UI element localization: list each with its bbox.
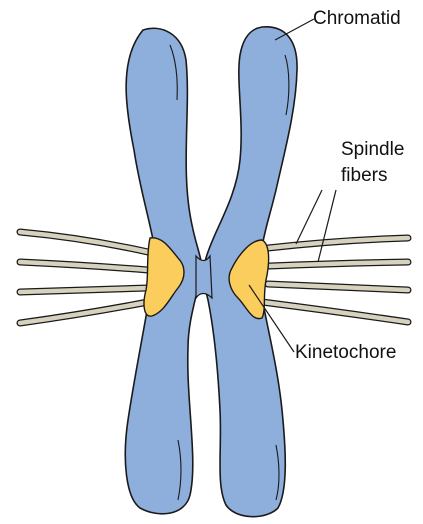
spindle-fibers-left bbox=[20, 232, 148, 323]
spindle-leader-line bbox=[296, 190, 322, 244]
centromere bbox=[196, 256, 212, 298]
kinetochore-label: Kinetochore bbox=[295, 342, 396, 363]
spindle-fiber bbox=[268, 284, 408, 290]
chromatid-label: Chromatid bbox=[313, 8, 401, 29]
spindle-fibers-right bbox=[262, 238, 408, 322]
spindle-fiber bbox=[20, 302, 148, 323]
spindle-fiber bbox=[20, 232, 148, 252]
spindle-leader-line bbox=[318, 190, 336, 262]
spindle-fibers-label-line1: Spindle bbox=[341, 139, 404, 160]
spindle-fiber bbox=[262, 302, 408, 322]
spindle-fibers-label-line2: fibers bbox=[341, 165, 387, 186]
